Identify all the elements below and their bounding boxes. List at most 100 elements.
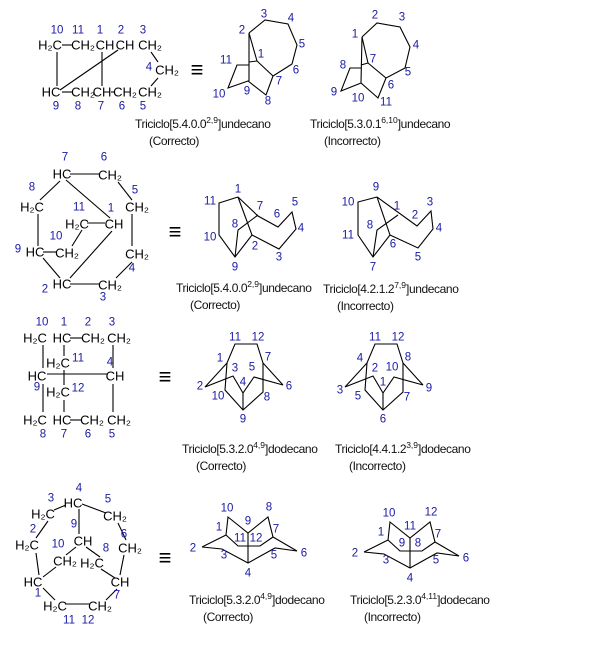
locant-number: 4 (356, 352, 364, 365)
locant-number: 1 (216, 352, 224, 365)
locant-number: 4 (297, 222, 305, 235)
verdict-label: (Incorrecto) (337, 299, 394, 313)
locant-number: 7 (403, 391, 411, 404)
bond (204, 343, 284, 388)
iupac-name-suffix: ]dodecano (437, 593, 490, 607)
atom-group: CH₂ (98, 277, 122, 293)
equivalence-symbol: ≡ (158, 545, 172, 570)
locant-number: 4 (435, 222, 443, 235)
locant-number: 1 (96, 24, 104, 37)
locant-number: 3 (108, 316, 116, 329)
iupac-name-prefix: Triciclo[5.4.0.0 (176, 281, 248, 295)
atom-group: CH₂ (80, 412, 104, 428)
locant-number: 3 (382, 554, 390, 567)
locant-number: 9 (398, 537, 406, 550)
locant-number: 4 (406, 572, 414, 585)
locant-number: 3 (275, 251, 283, 264)
atom-group: H₂C (31, 506, 55, 522)
locant-number: 8 (339, 59, 347, 72)
locant-number: 3 (426, 196, 434, 209)
bridge-superscript: 4,9 (260, 591, 273, 601)
bond (376, 196, 434, 249)
bond (119, 554, 125, 576)
locant-number: 6 (292, 64, 300, 77)
locant-number: 4 (145, 61, 153, 74)
bond (363, 551, 460, 569)
atom-group: CH₂ (71, 37, 95, 53)
locant-number: 10 (211, 390, 225, 403)
locant-number: 7 (113, 589, 121, 602)
atom-group: CH (92, 84, 112, 100)
iupac-name-prefix: Triciclo[4.2.1.2 (323, 282, 395, 296)
locant-number: 9 (14, 243, 22, 256)
locant-number: 8 (404, 351, 412, 364)
equivalence-symbol: ≡ (168, 219, 182, 244)
atom-group: H₂C (46, 355, 70, 371)
locant-number: 1 (379, 376, 387, 389)
bond (53, 504, 67, 511)
atom-group: CH₂ (71, 84, 95, 100)
locant-number: 5 (414, 251, 422, 264)
locant-number: 2 (371, 362, 379, 375)
locant-number: 10 (385, 361, 399, 374)
locant-number: 9 (243, 85, 251, 98)
bond (42, 566, 57, 578)
bond (65, 179, 111, 219)
locant-number: 8 (264, 95, 272, 108)
atom-group: H₂C (80, 555, 104, 571)
atom-group: H₂C (23, 330, 47, 346)
locant-number: 5 (354, 390, 362, 403)
locant-number: 5 (270, 549, 278, 562)
locant-number: 4 (287, 12, 295, 25)
bond (387, 539, 436, 552)
atom-group: H₂C (46, 384, 70, 400)
locant-number: 12 (71, 382, 85, 395)
locant-number: 9 (33, 381, 41, 394)
locant-number: 10 (341, 196, 355, 209)
locant-number: 3 (47, 492, 55, 505)
bridge-superscript: 3,9 (406, 440, 419, 450)
bridge-superscript: 6,10 (381, 115, 398, 125)
locant-number: 9 (70, 518, 78, 531)
locant-number: 10 (35, 316, 49, 329)
incorrect-name-caption: Triciclo[5.2.3.04,11]dodecano(Incorrecto… (350, 592, 490, 623)
atom-group: CH₂ (125, 199, 149, 215)
atom-group: CH₂ (155, 62, 179, 78)
bond (248, 60, 258, 63)
locant-number: 5 (131, 184, 139, 197)
locant-number: 1 (393, 200, 401, 213)
atom-group: CH₂ (81, 330, 105, 346)
locant-number: 9 (52, 100, 60, 113)
locant-number: 7 (369, 261, 377, 274)
incorrect-name-caption: Triciclo[5.3.0.16,10]undecano(Incorrecto… (310, 115, 451, 147)
bond (39, 180, 61, 201)
bridge-superscript: 4,11 (421, 591, 438, 601)
iupac-name-suffix: ]undecano (406, 282, 459, 296)
locant-number: 4 (239, 376, 247, 389)
correct-name-caption: Triciclo[5.3.2.04,9]dodecano(Correcto) (189, 591, 325, 623)
locant-number: 3 (336, 384, 344, 397)
bond (81, 503, 107, 514)
atom-group: H₂C (65, 216, 89, 232)
locant-number: 2 (84, 316, 92, 329)
bond (360, 62, 369, 66)
locant-number: 11 (72, 24, 84, 37)
atom-group: HC (27, 368, 47, 384)
locant-number: 4 (106, 356, 114, 369)
atom-group: CH (115, 37, 135, 53)
atom-group: HC (52, 166, 72, 182)
locant-number: 11 (63, 614, 75, 627)
locant-number: 12 (81, 614, 95, 627)
locant-number: 7 (434, 528, 442, 541)
locant-number: 11 (204, 195, 216, 208)
locant-number: 1 (34, 587, 42, 600)
locant-number: 3 (398, 11, 406, 24)
bond (150, 51, 159, 63)
locant-number: 10 (351, 92, 365, 105)
locant-number: 8 (414, 537, 422, 550)
locant-number: 2 (351, 547, 359, 560)
iupac-name-prefix: Triciclo[5.3.2.0 (182, 442, 254, 456)
atom-group: HC (25, 244, 45, 260)
